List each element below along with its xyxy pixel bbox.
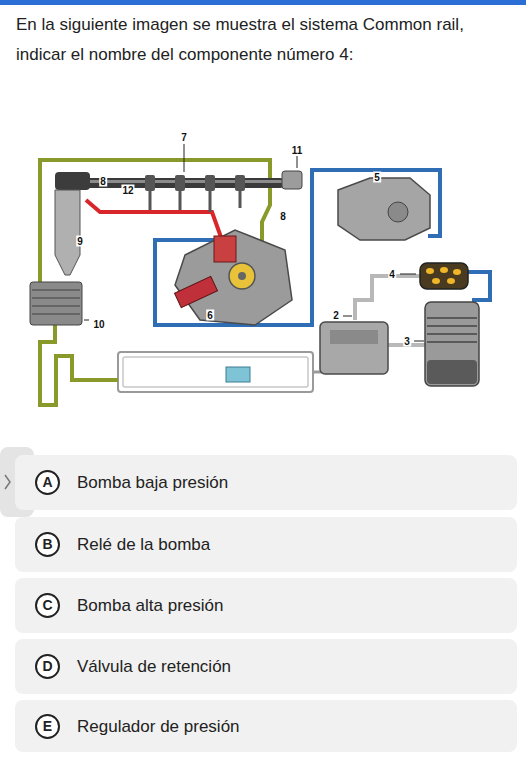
option-letter-circle: D: [35, 654, 60, 679]
callout-number: 11: [291, 145, 304, 156]
high-pressure-line: [86, 200, 222, 240]
leader-line: [184, 144, 185, 172]
callout-number: 9: [76, 236, 84, 247]
leader-line: [414, 341, 424, 342]
fuel-cooler: [30, 282, 82, 325]
component-four: [420, 263, 468, 289]
option-letter: E: [37, 716, 58, 737]
component-dot: [453, 269, 461, 275]
option-text: Bomba baja presión: [77, 472, 228, 493]
leader-line: [400, 274, 416, 275]
filter-ribs: [427, 318, 477, 342]
rail-port: [145, 175, 155, 191]
top-bar: [0, 0, 526, 5]
option-text: Regulador de presión: [77, 716, 240, 737]
pressure-valve: [338, 178, 430, 240]
rail-port: [235, 175, 245, 191]
component-two: [320, 322, 388, 374]
valve-port: [388, 202, 408, 222]
component-dot: [447, 278, 455, 284]
leader-line: [343, 316, 352, 317]
option-letter: B: [37, 534, 58, 555]
high-pressure-pump: [175, 230, 292, 325]
pump-piston: [214, 236, 236, 262]
injector-head: [55, 172, 90, 190]
option-letter: C: [37, 595, 58, 616]
option-text: Relé de la bomba: [77, 534, 210, 555]
component-dot: [440, 267, 448, 273]
cooler-ribs: [32, 290, 80, 314]
pump-piston: [174, 276, 217, 307]
option-text: Bomba alta presión: [77, 595, 223, 616]
answer-option: Válvula de retención D: [15, 639, 517, 694]
fuel-tank: [118, 352, 313, 392]
filter-base: [427, 360, 477, 384]
injector-pipe: [150, 188, 240, 212]
leader-line: [84, 320, 89, 321]
feed-line: [355, 276, 420, 320]
component-dot: [426, 268, 434, 274]
leader-line: [297, 156, 298, 168]
option-letter-circle: A: [35, 470, 60, 495]
chevron-icon: [5, 475, 10, 489]
option-text: Válvula de retención: [77, 656, 231, 677]
pump-gear: [229, 263, 255, 289]
option-letter-circle: C: [35, 593, 60, 618]
answer-option: Regulador de presión E: [15, 700, 517, 752]
question-text: En la siguiente imagen se muestra el sis…: [16, 10, 508, 70]
fuel-tank-inner: [123, 357, 308, 387]
callout-number: 3: [403, 336, 411, 347]
feed-line: [466, 272, 490, 300]
callout-number: 4: [388, 269, 396, 280]
callout-number: 10: [92, 319, 105, 330]
feed-line: [155, 170, 440, 325]
pressure-sensor: [282, 171, 302, 189]
component-two-detail: [330, 330, 378, 344]
return-line: [40, 325, 118, 405]
answer-option: Relé de la bomba B: [15, 517, 517, 572]
callout-number: 8: [99, 176, 107, 187]
answer-option: Bomba baja presión A: [15, 455, 517, 510]
callout-number: 12: [121, 185, 134, 196]
option-letter: A: [37, 472, 58, 493]
rail-port: [205, 175, 215, 191]
pump-shaft: [238, 272, 246, 280]
fuel-filter: [425, 302, 479, 386]
answer-option: Bomba alta presión C: [15, 578, 517, 633]
option-letter: D: [37, 656, 58, 677]
common-rail-highlight: [62, 180, 284, 183]
common-rail: [62, 178, 284, 188]
option-letter-circle: B: [35, 532, 60, 557]
tank-pump: [226, 367, 250, 382]
component-dot: [432, 278, 440, 284]
callout-number: 2: [332, 310, 340, 321]
option-letter-circle: E: [35, 714, 60, 739]
callout-number: 5: [373, 172, 381, 183]
callout-number: 6: [206, 310, 214, 321]
callout-number: 7: [180, 132, 188, 143]
callout-number: 8: [279, 211, 287, 222]
rail-port: [175, 175, 185, 191]
injector-body: [55, 190, 80, 275]
